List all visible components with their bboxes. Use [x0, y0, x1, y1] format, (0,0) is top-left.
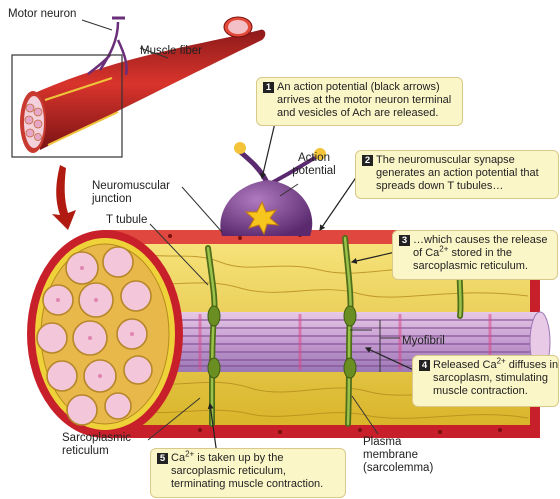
myofibril-label: Myofibril: [402, 335, 445, 348]
muscle-fiber-small: [12, 17, 265, 157]
muscle-fiber-label: Muscle fiber: [140, 45, 202, 58]
sarcoplasmic-reticulum-label: Sarcoplasmic reticulum: [62, 432, 131, 458]
step-3-number: 3: [399, 235, 410, 246]
step-2-number: 2: [362, 155, 373, 166]
step-1-number: 1: [263, 82, 274, 93]
zoom-arrow-icon: [52, 165, 76, 230]
neuromuscular-junction-label: Neuromuscular junction: [92, 180, 170, 206]
motor-neuron-label: Motor neuron: [8, 8, 76, 21]
step-4-number: 4: [419, 360, 430, 371]
action-potential-label: Action potential: [284, 152, 344, 178]
plasma-membrane-label: Plasma membrane (sarcolemma): [363, 436, 433, 475]
fiber-end-icon: [224, 17, 252, 37]
t-tubule-label: T tubule: [106, 214, 147, 227]
step-3-callout: 3…which causes the release of Ca2+ store…: [392, 230, 558, 280]
step-5-number: 5: [157, 453, 168, 464]
